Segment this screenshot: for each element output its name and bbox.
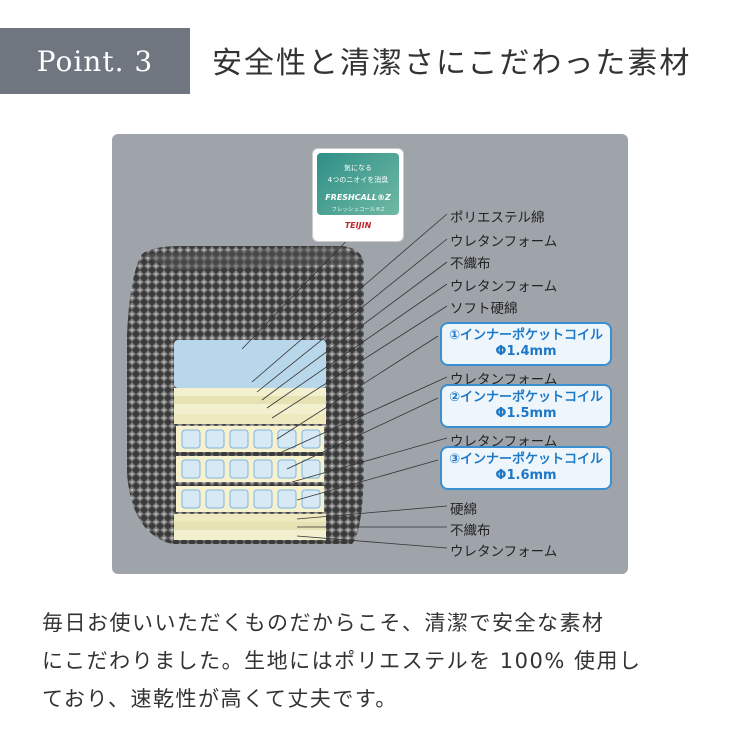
badge-sub: フレッシュコール®Z <box>331 207 385 213</box>
coil-box-2: ②インナーポケットコイル Φ1.5mm <box>440 384 612 428</box>
freshcall-badge: 気になる 4つのニオイを消臭 FRESHCALL®Z フレッシュコール®Z TE… <box>312 148 404 242</box>
coil-box-3: ③インナーポケットコイル Φ1.6mm <box>440 446 612 490</box>
leader-lines <box>241 213 448 549</box>
coil2-size: Φ1.5mm <box>495 406 557 421</box>
description: 毎日お使いいただくものだからこそ、清潔で安全な素材 にこだわりました。生地にはポ… <box>42 604 722 718</box>
top-layer-blue <box>174 340 326 388</box>
label-soft-hard-cotton: ソフト硬綿 <box>450 301 518 317</box>
description-line3: ており、速乾性が高くて丈夫です。 <box>42 687 398 711</box>
coil1-name: ①インナーポケットコイル <box>448 328 603 343</box>
coil2-name: ②インナーポケットコイル <box>448 390 603 405</box>
point-badge: Point. 3 <box>0 28 190 94</box>
label-urethane-5: ウレタンフォーム <box>450 544 558 560</box>
description-line1: 毎日お使いいただくものだからこそ、清潔で安全な素材 <box>42 611 605 635</box>
point-label: Point. 3 <box>36 44 154 78</box>
coil3-name: ③インナーポケットコイル <box>448 452 603 467</box>
badge-line1: 気になる <box>344 164 372 172</box>
mattress-illustration <box>127 213 448 549</box>
coil1-size: Φ1.4mm <box>495 344 557 359</box>
coil-box-1: ①インナーポケットコイル Φ1.4mm <box>440 322 612 366</box>
label-hard-cotton: 硬綿 <box>450 502 477 518</box>
label-nonwoven-1: 不織布 <box>450 256 491 272</box>
label-nonwoven-2: 不織布 <box>450 523 491 539</box>
coil3-size: Φ1.6mm <box>495 468 557 483</box>
coil-row-3 <box>176 486 324 512</box>
label-polyester: ポリエステル綿 <box>450 210 545 226</box>
mattress-diagram-panel: 気になる 4つのニオイを消臭 FRESHCALL®Z フレッシュコール®Z TE… <box>112 134 628 574</box>
coil-row-1 <box>176 426 324 452</box>
label-urethane-2: ウレタンフォーム <box>450 279 558 295</box>
badge-line2: 4つのニオイを消臭 <box>327 176 389 184</box>
description-line2: にこだわりました。生地にはポリエステルを 100% 使用し <box>42 649 642 673</box>
coil-row-2 <box>176 456 324 482</box>
section-title: 安全性と清潔さにこだわった素材 <box>212 46 692 81</box>
badge-brand: FRESHCALL®Z <box>325 193 391 202</box>
teijin-logo: TEIJIN <box>344 221 372 230</box>
label-urethane-1: ウレタンフォーム <box>450 234 558 250</box>
